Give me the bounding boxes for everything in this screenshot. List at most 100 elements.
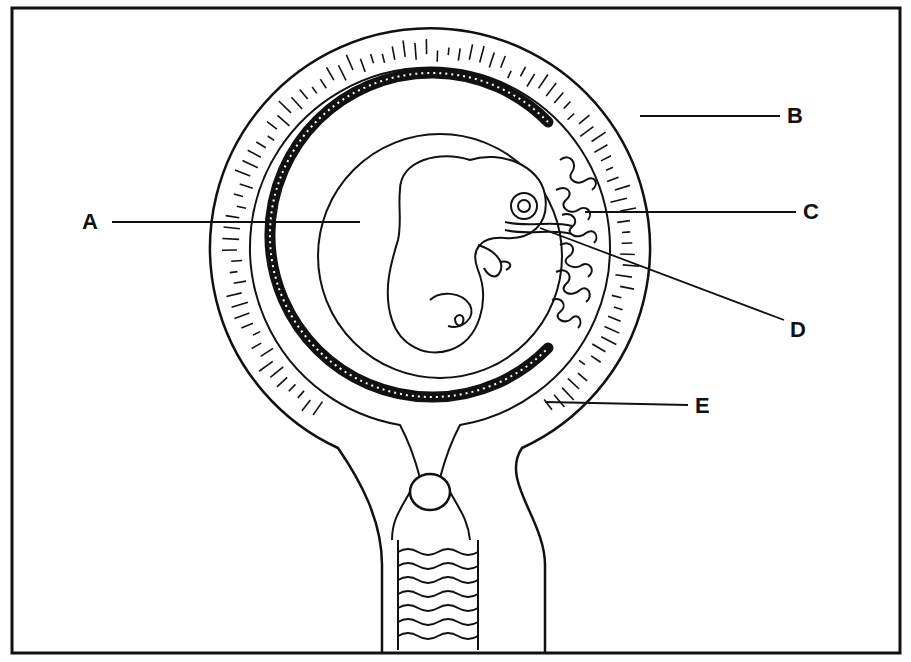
hatch-tick [620, 286, 634, 289]
hatch-tick [606, 167, 613, 170]
hatch-tick [520, 67, 525, 77]
hatch-tick [620, 208, 636, 211]
hatch-tick [232, 302, 248, 307]
hatch-tick [346, 55, 353, 70]
hatch-tick [501, 56, 506, 68]
hatch-tick [508, 71, 511, 78]
hatch-tick [234, 194, 243, 197]
hatch-tick [546, 83, 556, 96]
leader-line [640, 115, 780, 117]
hatch-tick [268, 136, 274, 140]
hatch-tick [592, 132, 606, 141]
hatch-tick [610, 198, 626, 202]
hatch-tick [415, 43, 416, 60]
frame [12, 8, 900, 653]
hatch-tick [622, 242, 633, 244]
part-letter: B [787, 103, 803, 129]
hatch-tick [527, 74, 535, 87]
hatch-tick [614, 307, 623, 310]
hatch-tick [601, 337, 616, 345]
hatch-tick [564, 102, 571, 109]
hatch-tick [302, 400, 310, 411]
hatch-tick [489, 53, 494, 68]
hatch-tick [230, 271, 238, 274]
hatch-tick [617, 221, 630, 223]
hatch-tick [608, 316, 621, 321]
hatch-tick [234, 281, 246, 283]
hatch-tick [298, 391, 304, 398]
hatch-tick [554, 92, 563, 103]
hatch-tick [222, 238, 239, 240]
hatch-tick [544, 400, 552, 410]
hatch-tick [469, 44, 472, 59]
hatch-tick [562, 388, 574, 400]
leader-line [545, 402, 688, 405]
vaginal-rugae [398, 540, 478, 650]
hatch-tick [252, 343, 262, 348]
hatch-tick [403, 41, 405, 57]
muscle-hatching [222, 39, 639, 415]
hatch-tick [607, 177, 618, 181]
part-letter: C [803, 199, 819, 225]
hatch-tick [392, 46, 395, 59]
hatch-tick [320, 79, 326, 88]
hatch-tick [253, 332, 260, 336]
hatch-tick [241, 323, 253, 328]
hatch-tick [382, 54, 384, 63]
hatch-tick [480, 46, 484, 62]
leader-lines [112, 116, 796, 405]
cervix-plug [410, 474, 450, 510]
hatch-tick [224, 227, 240, 229]
hatch-tick [248, 150, 261, 157]
hatch-tick [231, 260, 242, 262]
hatch-tick [620, 253, 635, 255]
part-letter: A [82, 209, 98, 235]
hatch-tick [458, 48, 460, 60]
hatch-tick [279, 101, 291, 113]
hatch-tick [568, 378, 579, 389]
hatch-tick [578, 373, 587, 381]
hatch-tick [270, 367, 283, 377]
cervix-walls [392, 492, 470, 540]
part-letter: E [695, 393, 710, 419]
fetus [388, 156, 546, 352]
hatch-tick [538, 74, 547, 88]
hatch-tick [594, 145, 607, 153]
hatch-tick [591, 356, 601, 362]
hatch-tick [256, 142, 265, 148]
hatch-tick [237, 206, 246, 208]
hatch-tick [312, 87, 317, 93]
yolk-sac-inner [518, 200, 530, 212]
hatch-tick [360, 59, 365, 72]
hatch-tick [554, 395, 564, 407]
part-letter: D [790, 317, 806, 343]
hatch-tick [580, 127, 593, 137]
hatch-tick [605, 326, 620, 333]
hatch-tick [615, 185, 630, 190]
hatch-tick [278, 115, 290, 125]
hatch-tick [579, 360, 585, 364]
placenta-villi [552, 157, 596, 328]
hatch-tick [242, 161, 257, 168]
leader-line [540, 228, 784, 320]
hatch-tick [313, 402, 322, 415]
hatch-tick [267, 122, 277, 130]
hatch-tick [436, 51, 438, 62]
hatch-tick [622, 231, 630, 233]
leader-line [585, 211, 796, 213]
uterus-outline [210, 28, 650, 654]
hatch-tick [579, 115, 589, 124]
hatch-tick [234, 313, 249, 318]
hatch-tick [261, 348, 273, 356]
hatch-tick [226, 216, 240, 218]
hatch-tick [612, 295, 622, 297]
hatch-tick [568, 114, 575, 120]
hatch-tick [371, 54, 374, 63]
hatch-tick [259, 361, 273, 371]
leader-line [112, 221, 360, 223]
yolk-sac [511, 193, 537, 219]
uterine-lining [250, 68, 610, 478]
